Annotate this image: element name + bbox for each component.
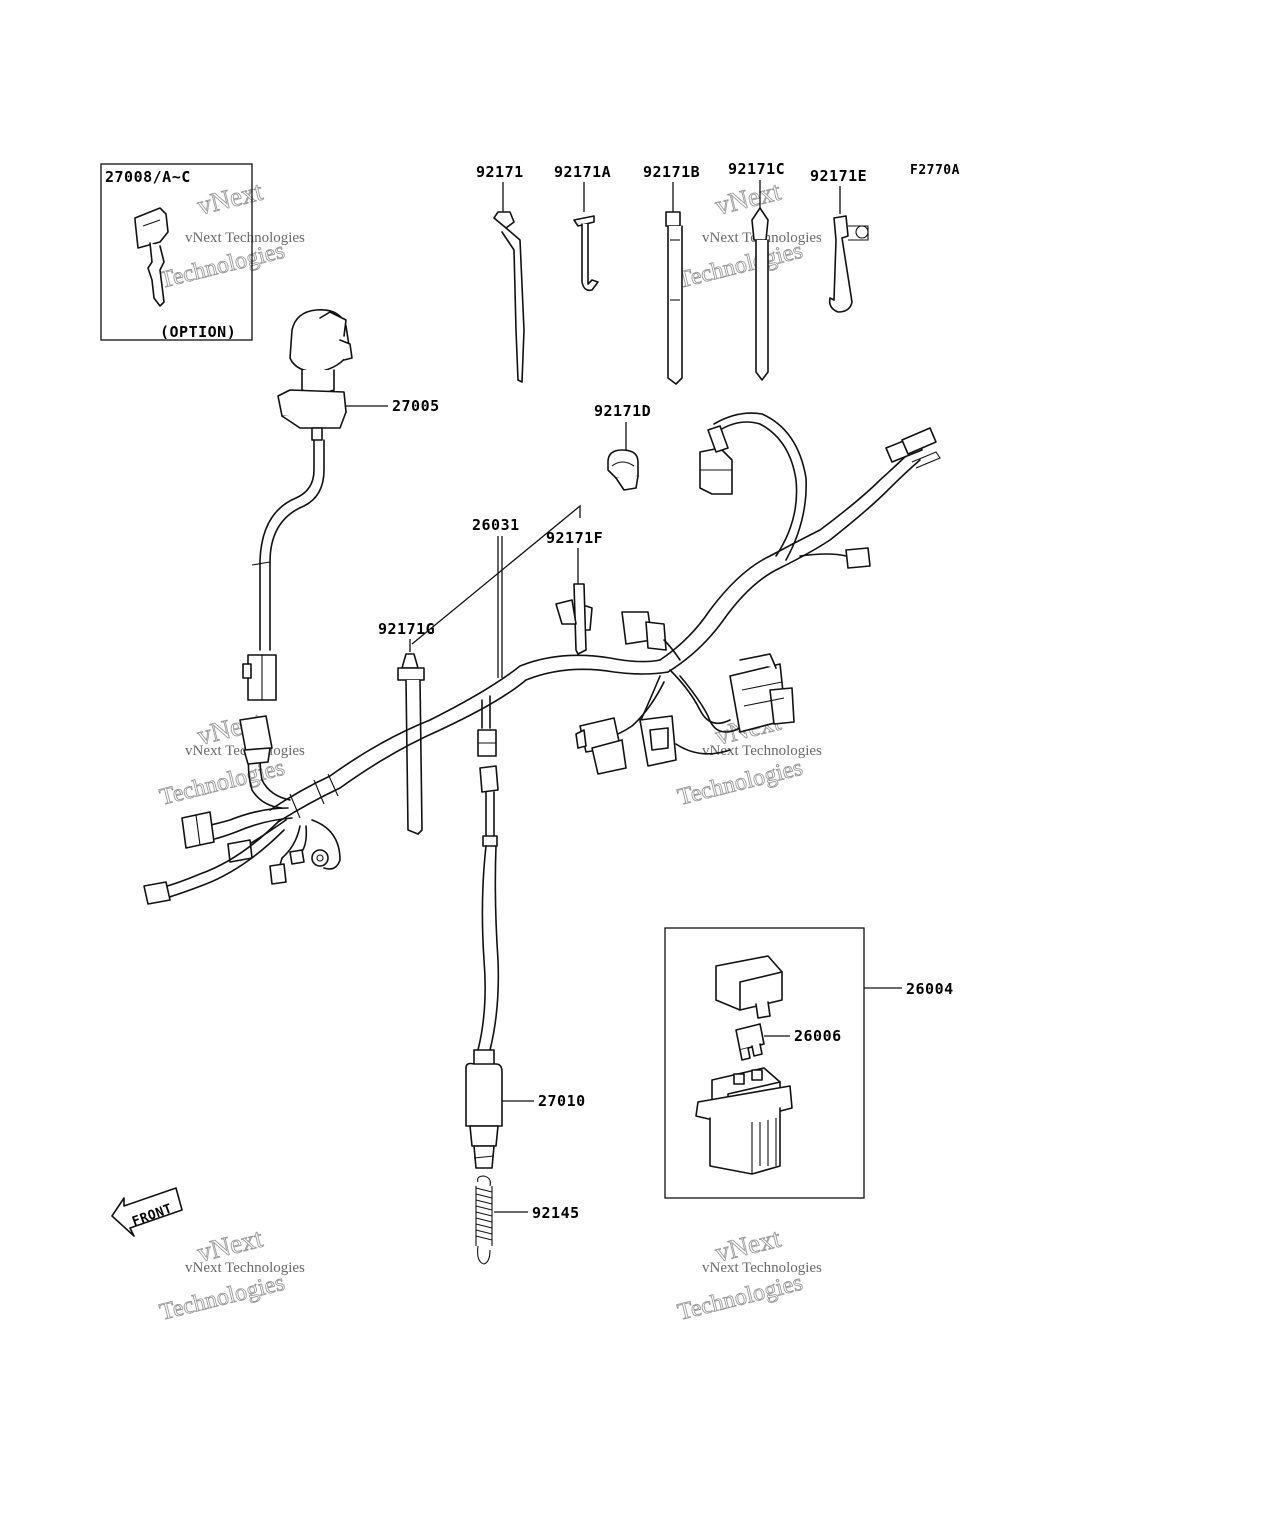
label-92171e: 92171E: [810, 167, 867, 185]
clamp-92171c: 92171C: [728, 160, 785, 381]
key-icon: [134, 207, 169, 307]
label-92171c: 92171C: [728, 160, 785, 178]
diagram-code: F2770A: [910, 163, 960, 178]
label-26031: 26031: [472, 516, 520, 534]
key-box: 27008/A~C (OPTION): [100, 163, 253, 341]
ignition-switch: 27005: [242, 309, 440, 701]
front-arrow-icon: FRONT: [111, 1187, 183, 1237]
label-92171b: 92171B: [643, 163, 700, 181]
label-26006: 26006: [794, 1027, 842, 1045]
watermark-vnext-technologies: vNext Technologies: [702, 1260, 822, 1276]
clamp-92171d: 92171D: [594, 402, 651, 491]
label-92171f: 92171F: [546, 529, 603, 547]
label-92171: 92171: [476, 163, 524, 181]
watermark-vnext-technologies: vNext Technologies: [702, 743, 822, 759]
clamp-92171: 92171: [476, 163, 525, 383]
fuse-icon: 26006: [735, 1023, 842, 1061]
label-92171g: 92171G: [378, 620, 435, 638]
label-92171d: 92171D: [594, 402, 651, 420]
brake-switch: 27010: [465, 765, 586, 1169]
clamp-92171e: 92171E: [810, 167, 869, 313]
watermark-technologies: Technologies: [157, 238, 287, 294]
clamp-92171f: 92171F: [546, 529, 603, 655]
watermark-technologies: Technologies: [157, 1270, 287, 1326]
relay-base: [695, 1067, 793, 1175]
watermark-technologies: Technologies: [675, 238, 805, 294]
label-27008: 27008/A~C: [105, 168, 191, 186]
watermark-vnext: vNext: [712, 176, 784, 221]
watermark-technologies: Technologies: [675, 1270, 805, 1326]
clamp-92171a: 92171A: [554, 163, 611, 292]
label-92171a: 92171A: [554, 163, 611, 181]
label-option: (OPTION): [160, 323, 236, 341]
spring: 92145: [475, 1175, 580, 1265]
watermark-technologies: Technologies: [157, 755, 287, 811]
label-27010: 27010: [538, 1092, 586, 1110]
watermark-technologies: Technologies: [675, 755, 805, 811]
clamp-92171b: 92171B: [643, 163, 700, 385]
watermark-vnext: vNext: [194, 176, 266, 221]
relay-box: 26004 26006: [664, 927, 954, 1199]
label-26004: 26004: [906, 980, 954, 998]
relay-cover: [715, 955, 783, 1019]
clamp-92171g: 92171G: [378, 504, 581, 835]
label-92145: 92145: [532, 1204, 580, 1222]
watermark-vnext-technologies: vNext Technologies: [185, 1260, 305, 1276]
wire-harness: 26031: [143, 412, 941, 905]
watermark-vnext-technologies: vNext Technologies: [185, 230, 305, 246]
label-27005: 27005: [392, 397, 440, 415]
